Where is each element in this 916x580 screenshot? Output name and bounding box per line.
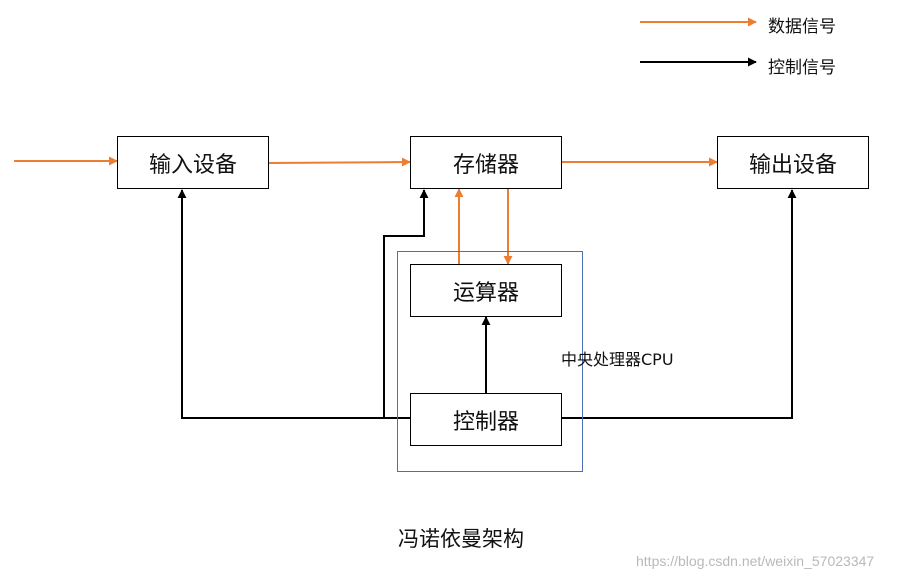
output-device-node: 输出设备	[717, 136, 869, 189]
watermark: https://blog.csdn.net/weixin_57023347	[636, 553, 875, 569]
alu-node: 运算器	[410, 264, 562, 317]
diagram-caption: 冯诺依曼架构	[398, 527, 524, 551]
legend-data-signal-label: 数据信号	[768, 17, 836, 37]
arrow-input-to-memory	[268, 157, 411, 167]
memory-node: 存储器	[410, 136, 562, 189]
arrow-controller-to-memory	[383, 189, 429, 418]
cpu-group-frame	[397, 251, 583, 472]
controller-node: 控制器	[410, 393, 562, 446]
cpu-group-label: 中央处理器CPU	[561, 350, 674, 369]
arrow-controller-to-output	[561, 189, 797, 419]
input-device-node: 输入设备	[117, 136, 269, 189]
arrow-controller-to-input	[177, 189, 410, 419]
legend-control-signal-label: 控制信号	[768, 58, 836, 78]
